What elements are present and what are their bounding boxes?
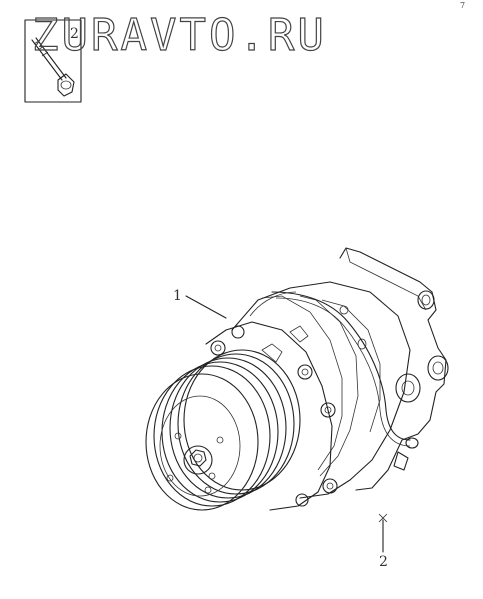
bolt-icon — [31, 37, 75, 97]
pulley — [145, 349, 301, 511]
callout-2: 2 — [378, 513, 388, 570]
callout-label-bolt: 2 — [379, 554, 388, 570]
callout-leader-compressor — [185, 295, 227, 319]
compressor-illustration — [145, 247, 449, 511]
corner-mark: 7 — [460, 1, 465, 10]
inset-callout-number: 2 — [70, 26, 79, 42]
inset-bolt-detail: 2 — [24, 19, 82, 103]
callout-1: 1 — [173, 288, 227, 319]
inset-frame — [24, 19, 82, 103]
callout-label-compressor: 1 — [173, 288, 182, 304]
housing-bolts — [210, 325, 338, 507]
watermark-text: ZURAVTO.RU — [32, 10, 327, 61]
